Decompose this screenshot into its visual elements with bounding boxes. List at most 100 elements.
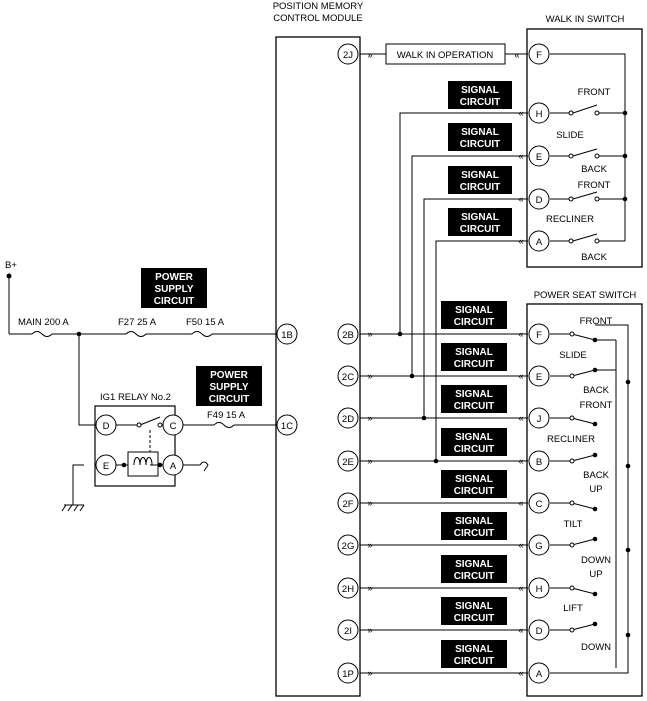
ps-label-back-2: BACK: [583, 470, 610, 481]
walk-label-recliner: RECLINER: [546, 214, 594, 225]
svg-text:«: «: [518, 668, 523, 679]
svg-text:«: «: [518, 540, 523, 551]
connector-mark: «: [514, 50, 519, 61]
svg-text:«: «: [518, 625, 523, 636]
svg-text:»: »: [367, 625, 372, 636]
svg-text:2E: 2E: [342, 457, 354, 468]
module-title-line1: POSITION MEMORY: [273, 1, 364, 12]
svg-text:CIRCUIT: CIRCUIT: [454, 656, 495, 667]
svg-text:G: G: [535, 541, 542, 552]
walk-in-connector-marks: « « « «: [518, 108, 523, 247]
svg-text:E: E: [536, 152, 542, 163]
ps-label-recliner: RECLINER: [547, 434, 595, 445]
connector-mark: »: [367, 50, 372, 61]
svg-text:D: D: [536, 195, 543, 206]
svg-text:«: «: [518, 498, 523, 509]
svg-text:»: »: [367, 668, 372, 679]
module-pins: 2J 1B 1C 2B 2C 2D 2E 2F 2G 2H 2I 1P: [276, 43, 359, 684]
svg-text:»: »: [367, 583, 372, 594]
svg-text:D: D: [103, 421, 110, 432]
svg-text:H: H: [536, 584, 543, 595]
svg-text:SIGNAL: SIGNAL: [455, 516, 493, 527]
walk-label-back: BACK: [581, 164, 608, 175]
ps-label-up: UP: [589, 484, 602, 495]
f27-fuse-label: F27 25 A: [118, 317, 157, 328]
svg-text:CIRCUIT: CIRCUIT: [460, 224, 501, 235]
svg-text:SIGNAL: SIGNAL: [455, 559, 493, 570]
svg-text:SUPPLY: SUPPLY: [154, 284, 193, 295]
svg-text:CIRCUIT: CIRCUIT: [454, 444, 495, 455]
supply-wires: [6, 273, 277, 512]
svg-text:»: »: [367, 413, 372, 424]
svg-text:CIRCUIT: CIRCUIT: [454, 359, 495, 370]
svg-text:2I: 2I: [344, 626, 352, 637]
svg-text:«: «: [518, 371, 523, 382]
svg-text:«: «: [518, 194, 523, 205]
walk-label-slide: SLIDE: [556, 130, 583, 141]
svg-text:E: E: [103, 461, 109, 472]
svg-text:«: «: [518, 456, 523, 467]
svg-text:1C: 1C: [281, 421, 293, 432]
walk-in-operation-label: WALK IN OPERATION: [397, 50, 494, 61]
ps-label-slide: SLIDE: [559, 350, 586, 361]
svg-text:C: C: [170, 421, 177, 432]
svg-text:SIGNAL: SIGNAL: [461, 85, 499, 96]
ps-label-down: DOWN: [581, 555, 611, 566]
svg-text:J: J: [537, 414, 542, 425]
svg-text:2F: 2F: [342, 499, 353, 510]
svg-text:CIRCUIT: CIRCUIT: [460, 97, 501, 108]
ps-label-lift: LIFT: [563, 603, 583, 614]
svg-text:D: D: [536, 626, 543, 637]
svg-text:SIGNAL: SIGNAL: [455, 432, 493, 443]
ps-label-down-2: DOWN: [581, 642, 611, 653]
main-fuse-label: MAIN 200 A: [18, 317, 69, 328]
svg-text:CIRCUIT: CIRCUIT: [454, 571, 495, 582]
svg-text:SUPPLY: SUPPLY: [209, 382, 248, 393]
walk-label-back-2: BACK: [581, 252, 608, 263]
svg-text:1B: 1B: [281, 330, 293, 341]
svg-text:CIRCUIT: CIRCUIT: [460, 139, 501, 150]
svg-text:2D: 2D: [342, 414, 354, 425]
svg-text:SIGNAL: SIGNAL: [455, 347, 493, 358]
svg-text:«: «: [518, 329, 523, 340]
power-seat-wires: [360, 324, 631, 674]
power-supply-boxes: POWER SUPPLY CIRCUIT POWER SUPPLY CIRCUI…: [141, 268, 262, 406]
svg-text:2J: 2J: [343, 50, 353, 61]
ps-label-tilt: TILT: [564, 519, 583, 530]
walk-in-wires: [397, 53, 628, 464]
svg-text:»: »: [367, 540, 372, 551]
svg-text:SIGNAL: SIGNAL: [461, 212, 499, 223]
b-plus-label: B+: [5, 260, 17, 271]
walk-in-operation-box: [385, 43, 506, 65]
svg-text:E: E: [536, 372, 542, 383]
svg-text:SIGNAL: SIGNAL: [461, 127, 499, 138]
svg-text:POWER: POWER: [155, 272, 194, 283]
svg-text:H: H: [536, 109, 543, 120]
svg-text:CIRCUIT: CIRCUIT: [454, 613, 495, 624]
walk-label-front: FRONT: [578, 87, 611, 98]
relay-label: IG1 RELAY No.2: [100, 392, 171, 403]
svg-text:«: «: [518, 583, 523, 594]
svg-text:2G: 2G: [342, 541, 355, 552]
power-seat-connector-marks: »« »« »« »« »« »« »« »« »«: [367, 329, 523, 679]
svg-text:CIRCUIT: CIRCUIT: [454, 528, 495, 539]
svg-text:1P: 1P: [342, 669, 354, 680]
svg-text:SIGNAL: SIGNAL: [455, 305, 493, 316]
svg-text:CIRCUIT: CIRCUIT: [460, 182, 501, 193]
svg-text:B: B: [536, 457, 542, 468]
ps-label-front: FRONT: [580, 316, 613, 327]
svg-text:CIRCUIT: CIRCUIT: [154, 296, 195, 307]
svg-text:F: F: [536, 50, 542, 61]
power-seat-pins: F E J B C G H D A: [528, 323, 550, 684]
walk-in-switch-title: WALK IN SWITCH: [546, 14, 625, 25]
walk-in-pins: F H E D A: [528, 43, 550, 252]
svg-text:CIRCUIT: CIRCUIT: [209, 394, 250, 405]
relay-pins: D C E A: [95, 414, 184, 476]
svg-text:»: »: [367, 329, 372, 340]
svg-text:SIGNAL: SIGNAL: [455, 644, 493, 655]
ps-label-up-2: UP: [589, 569, 602, 580]
svg-text:A: A: [170, 461, 177, 472]
